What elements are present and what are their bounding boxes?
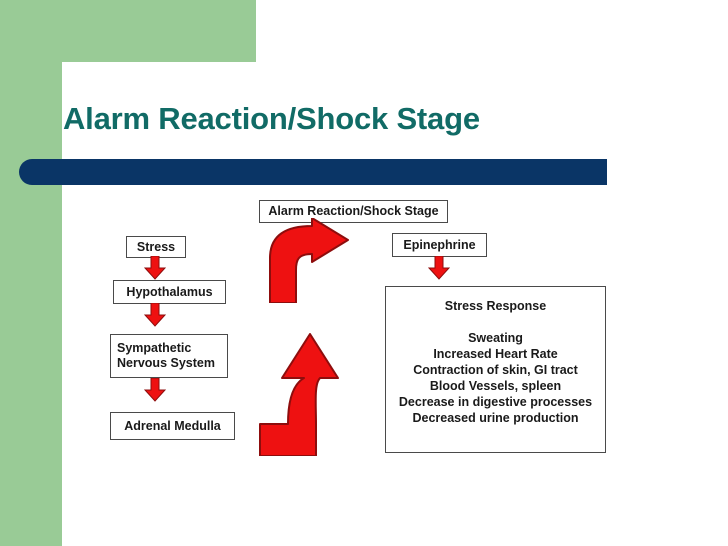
page-title: Alarm Reaction/Shock Stage bbox=[63, 101, 480, 136]
node-epinephrine[interactable]: Epinephrine bbox=[392, 233, 487, 257]
arrow-sympathetic-nervous-system-to-adrenal-medulla-icon bbox=[144, 378, 166, 402]
stress-response-heading: Stress Response bbox=[444, 299, 547, 313]
node-sympathetic-nervous-system[interactable]: Sympathetic Nervous System bbox=[110, 334, 228, 378]
stress-response-item: Contraction of skin, GI tract bbox=[413, 363, 578, 377]
arrow-stress-to-hypothalamus-icon bbox=[144, 256, 166, 280]
node-stress-response[interactable]: Stress Response Sweating Increased Heart… bbox=[385, 286, 606, 453]
stress-response-item: Decrease in digestive processes bbox=[398, 395, 593, 409]
accent-band-top bbox=[0, 0, 256, 62]
arrow-adrenal-medulla-to-alarm-reaction-icon bbox=[269, 218, 349, 303]
node-sympathetic-nervous-system-line2: Nervous System bbox=[117, 356, 215, 370]
stress-response-item: Sweating bbox=[468, 331, 523, 345]
node-adrenal-medulla[interactable]: Adrenal Medulla bbox=[110, 412, 235, 440]
node-hypothalamus[interactable]: Hypothalamus bbox=[113, 280, 226, 304]
accent-band-left bbox=[0, 0, 62, 546]
title-underline-bar bbox=[19, 159, 607, 185]
arrow-hypothalamus-to-sympathetic-nervous-system-icon bbox=[144, 303, 166, 327]
node-stress[interactable]: Stress bbox=[126, 236, 186, 258]
stress-response-item: Increased Heart Rate bbox=[433, 347, 558, 361]
arrow-stress-response-to-center-icon bbox=[259, 333, 339, 456]
stress-response-item: Blood Vessels, spleen bbox=[429, 379, 562, 393]
node-alarm-reaction-shock-stage[interactable]: Alarm Reaction/Shock Stage bbox=[259, 200, 448, 223]
node-sympathetic-nervous-system-line1: Sympathetic bbox=[117, 341, 192, 355]
stress-response-item: Decreased urine production bbox=[412, 411, 579, 425]
arrow-epinephrine-to-stress-response-icon bbox=[428, 256, 450, 280]
